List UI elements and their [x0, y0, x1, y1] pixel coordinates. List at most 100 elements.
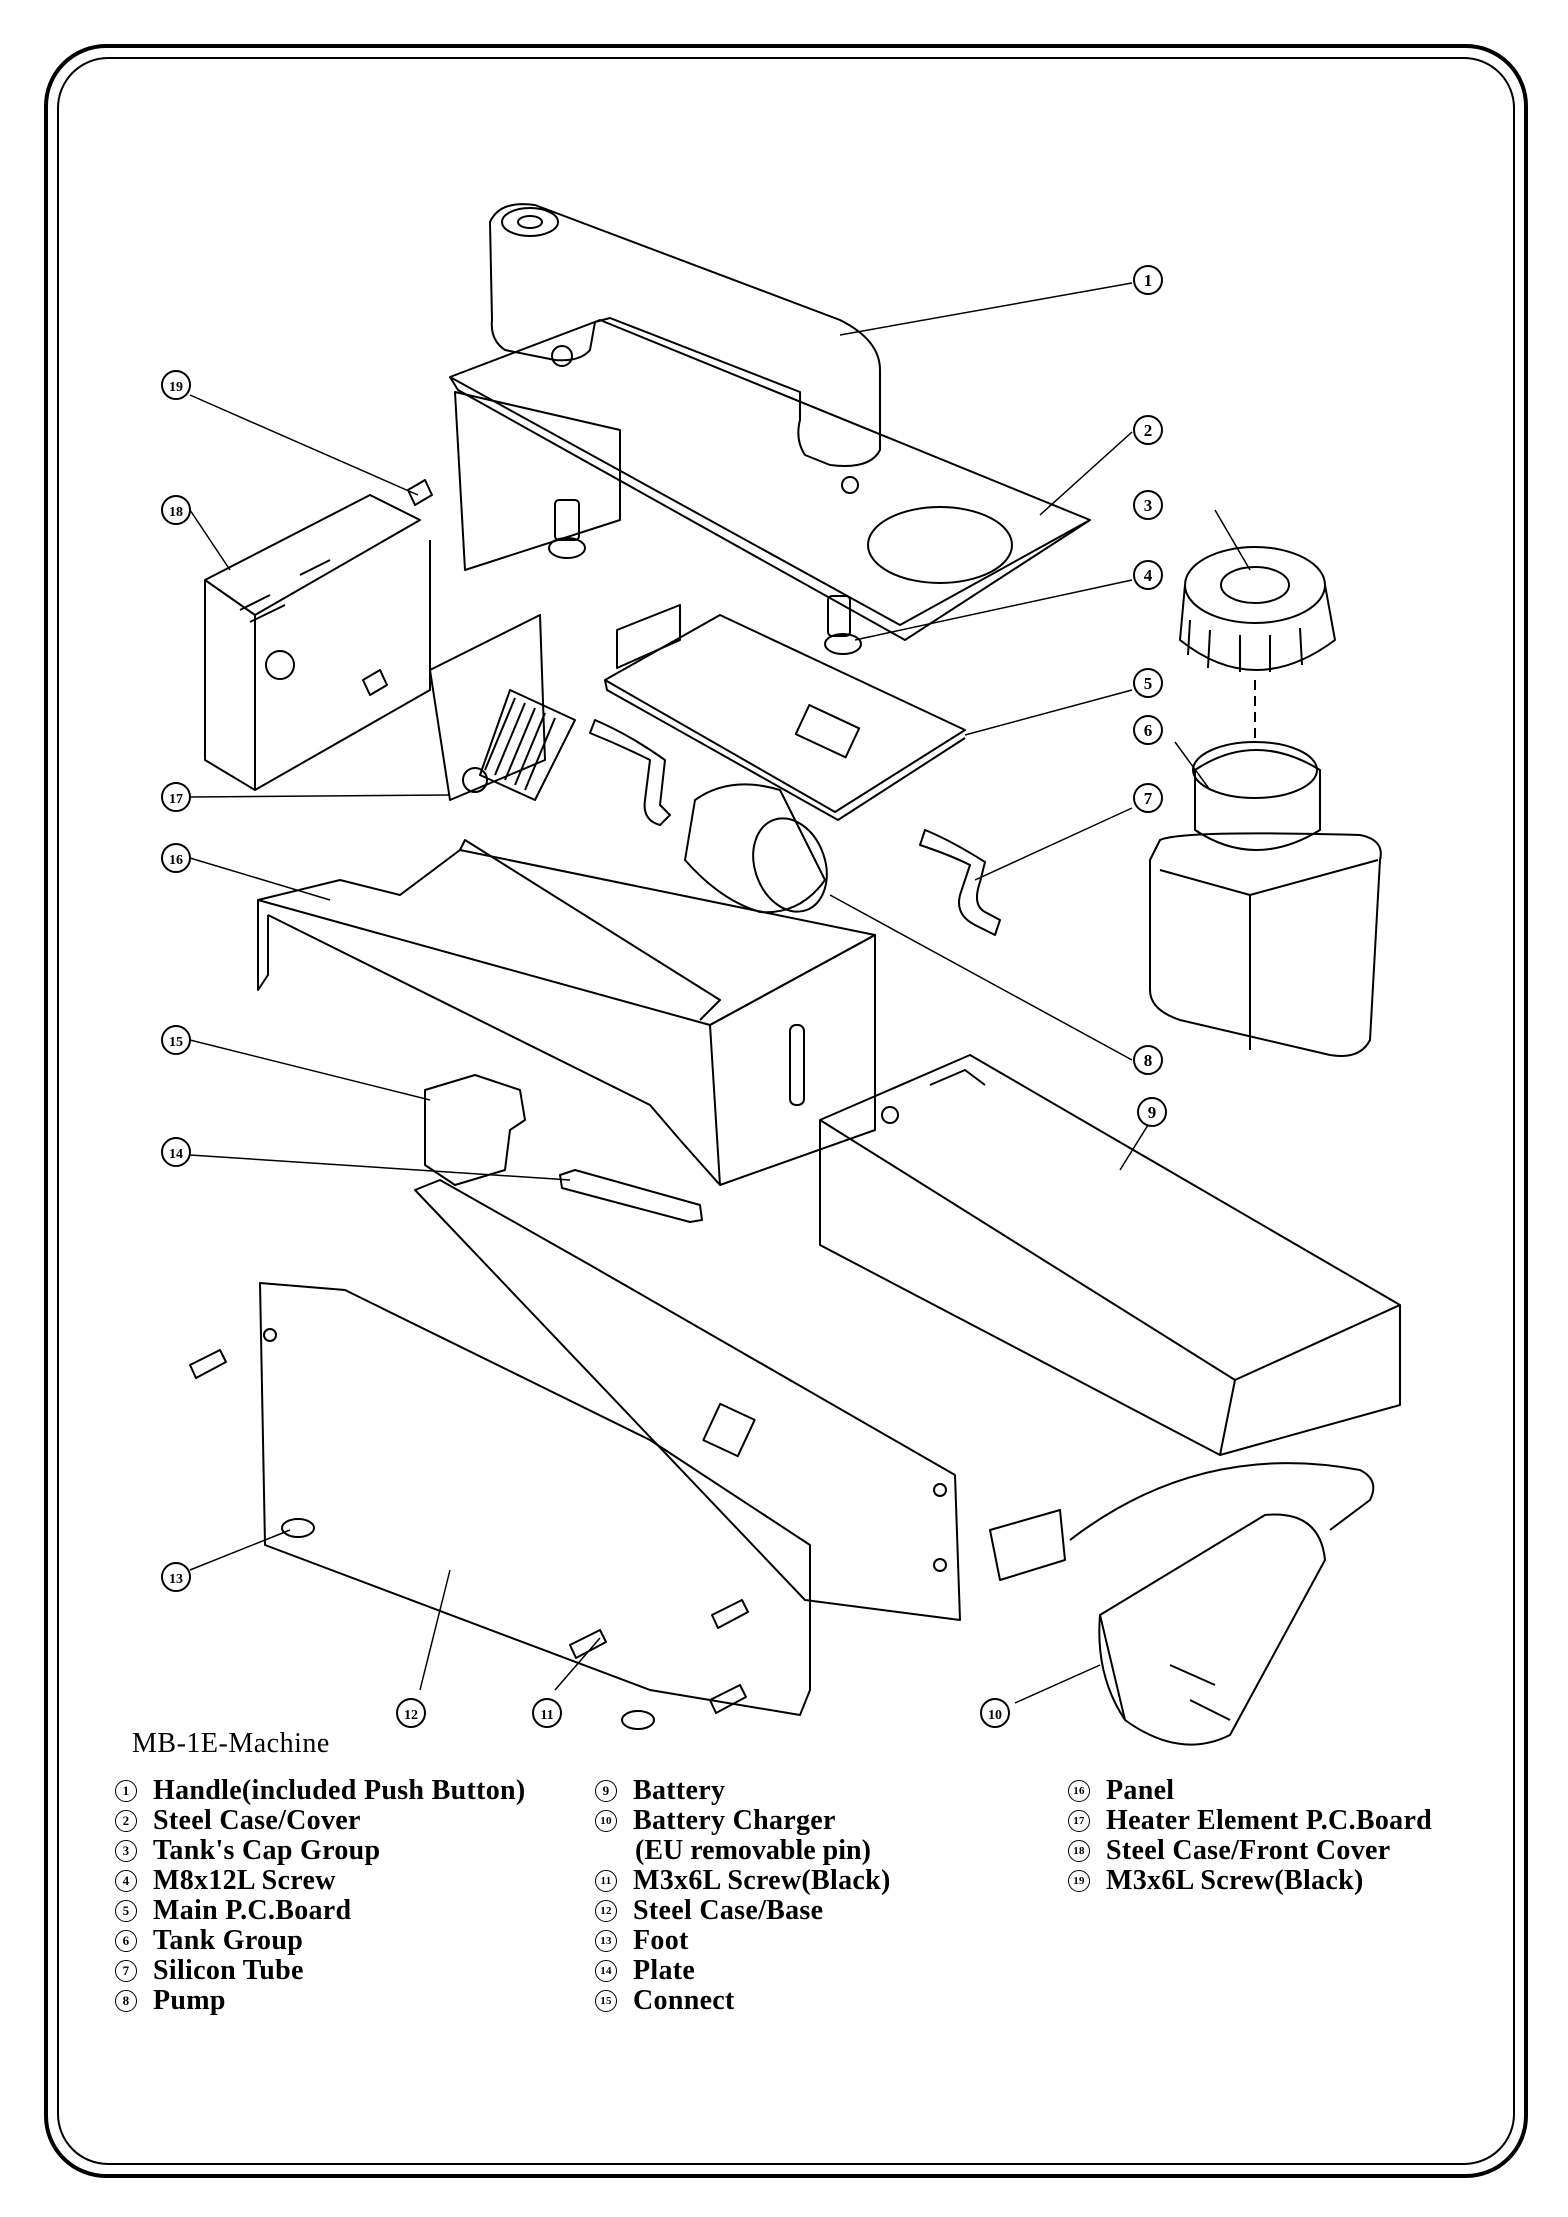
legend-item: 4 M8x12L Screw: [115, 1866, 526, 1896]
legend-number: 5: [115, 1900, 137, 1922]
svg-text:5: 5: [1144, 674, 1153, 693]
tank-cap-part: [1179, 546, 1336, 672]
legend-number: 15: [595, 1990, 617, 2012]
svg-text:12: 12: [404, 1708, 418, 1723]
legend-item: 14 Plate: [595, 1956, 891, 1986]
steel-case-cover-part: [449, 319, 1091, 641]
tank-group-part: [1149, 741, 1382, 1057]
svg-text:10: 10: [988, 1708, 1002, 1723]
svg-text:14: 14: [169, 1147, 183, 1162]
legend-number: 19: [1068, 1870, 1090, 1892]
panel-part: [257, 839, 876, 1186]
legend-label: Steel Case/Front Cover: [1106, 1835, 1391, 1866]
legend-label: Battery Charger: [633, 1805, 836, 1836]
legend-number: 13: [595, 1930, 617, 1952]
callout-9: 9: [1137, 1097, 1167, 1127]
callout-2: 2: [1133, 415, 1163, 445]
legend-number: 14: [595, 1960, 617, 1982]
callout-18: 18: [161, 495, 191, 525]
svg-text:9: 9: [1148, 1103, 1157, 1122]
m8-screw-part: [824, 595, 862, 655]
legend-number: 16: [1068, 1780, 1090, 1802]
legend-item: 12 Steel Case/Base: [595, 1896, 891, 1926]
legend-label: Tank's Cap Group: [153, 1835, 381, 1866]
legend-label: Handle(included Push Button): [153, 1775, 526, 1806]
legend-number: 4: [115, 1870, 137, 1892]
legend-label: Main P.C.Board: [153, 1895, 352, 1926]
svg-text:6: 6: [1144, 721, 1153, 740]
callout-3: 3: [1133, 490, 1163, 520]
legend-label: M8x12L Screw: [153, 1865, 336, 1896]
legend-number: 10: [595, 1810, 617, 1832]
svg-text:1: 1: [1144, 271, 1153, 290]
legend-number: 12: [595, 1900, 617, 1922]
callout-19: 19: [161, 370, 191, 400]
plate-part: [559, 1169, 703, 1223]
legend-number: 11: [595, 1870, 617, 1892]
legend-item: 17 Heater Element P.C.Board: [1068, 1806, 1432, 1836]
legend-item: 5 Main P.C.Board: [115, 1896, 526, 1926]
legend-label: Plate: [633, 1955, 696, 1986]
legend-label: Heater Element P.C.Board: [1106, 1805, 1433, 1836]
connect-part: [424, 1074, 526, 1186]
callout-12: 12: [396, 1698, 426, 1728]
svg-text:7: 7: [1144, 789, 1153, 808]
callout-4: 4: [1133, 560, 1163, 590]
inner-frame: [57, 57, 1515, 2165]
svg-text:17: 17: [169, 792, 183, 807]
callouts: 1 2 3 4 5 6 7 8 9 10 11 12 13 14 15 16 1…: [161, 265, 1167, 1728]
callout-16: 16: [161, 843, 191, 873]
legend-number: 17: [1068, 1810, 1090, 1832]
svg-text:4: 4: [1144, 566, 1153, 585]
callout-10: 10: [980, 1698, 1010, 1728]
svg-text:2: 2: [1144, 421, 1153, 440]
callout-11: 11: [532, 1698, 562, 1728]
callout-15: 15: [161, 1025, 191, 1055]
legend-item: 10 Battery Charger: [595, 1806, 891, 1836]
legend-continuation: (EU removable pin): [635, 1835, 871, 1866]
legend-label: Foot: [633, 1925, 689, 1956]
heater-pcb-part: [429, 614, 576, 801]
legend-number: 6: [115, 1930, 137, 1952]
m8-screw-part-left: [548, 499, 586, 559]
legend-label: M3x6L Screw(Black): [1106, 1865, 1364, 1896]
svg-text:8: 8: [1144, 1051, 1153, 1070]
legend-item: 13 Foot: [595, 1926, 891, 1956]
legend-number: 2: [115, 1810, 137, 1832]
svg-text:19: 19: [169, 380, 183, 395]
legend-item: 3 Tank's Cap Group: [115, 1836, 526, 1866]
svg-text:15: 15: [169, 1035, 183, 1050]
svg-text:3: 3: [1144, 496, 1153, 515]
svg-text:18: 18: [169, 505, 183, 520]
steel-case-base-part: [259, 1179, 961, 1716]
svg-text:11: 11: [540, 1708, 553, 1723]
legend-item: 7 Silicon Tube: [115, 1956, 526, 1986]
battery-part: [819, 1054, 1401, 1456]
legend-label: M3x6L Screw(Black): [633, 1865, 891, 1896]
callout-17: 17: [161, 782, 191, 812]
main-pcb-part: [604, 604, 966, 821]
diagram-title: MB-1E-Machine: [132, 1728, 330, 1759]
legend-label: Pump: [153, 1985, 226, 2016]
legend-label: Steel Case/Base: [633, 1895, 824, 1926]
callout-5: 5: [1133, 668, 1163, 698]
legend-number: 7: [115, 1960, 137, 1982]
legend-number: 3: [115, 1840, 137, 1862]
svg-text:16: 16: [169, 853, 183, 868]
legend-label: Silicon Tube: [153, 1955, 304, 1986]
legend-number: 9: [595, 1780, 617, 1802]
callout-1: 1: [1133, 265, 1163, 295]
handle-part: [489, 203, 881, 467]
svg-text:13: 13: [169, 1572, 183, 1587]
legend-item: 11 M3x6L Screw(Black): [595, 1866, 891, 1896]
